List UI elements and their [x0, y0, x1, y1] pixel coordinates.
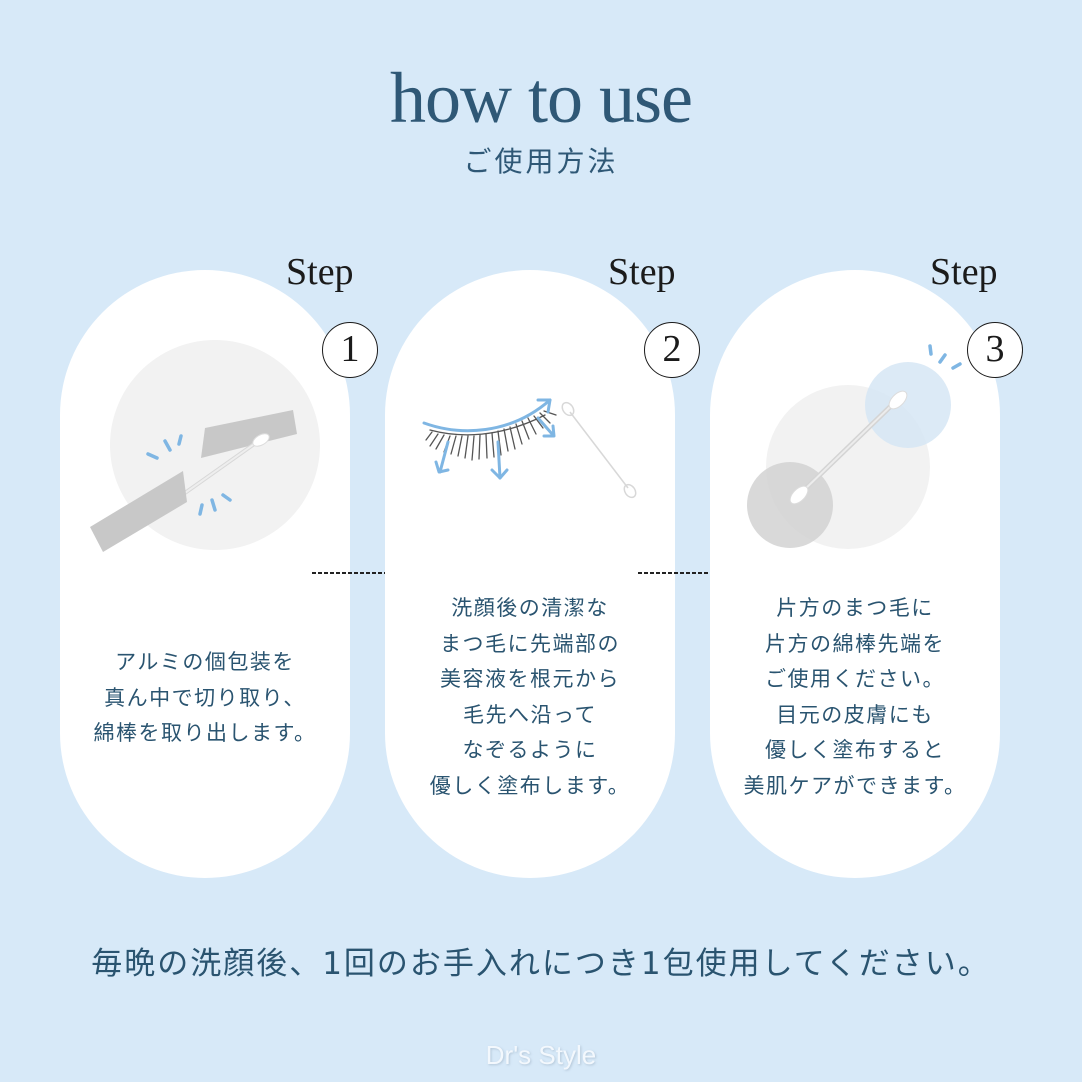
step-1-line: 綿棒を取り出します。: [93, 721, 317, 745]
step-3-line: ご使用ください。: [765, 667, 945, 691]
step-2-line: なぞるように: [462, 738, 598, 762]
step-3-line: 美肌ケアができます。: [743, 773, 967, 798]
step-3-line: 優しく塗布すると: [765, 738, 945, 762]
step-1-line: アルミの個包装を: [115, 650, 295, 674]
step-2-card: [385, 270, 675, 878]
step-3-label: Step: [930, 251, 998, 293]
step-3-line: 片方の綿棒先端を: [765, 631, 945, 656]
eyelash-icon: [422, 398, 637, 499]
step-2-line: 毛先へ沿って: [463, 702, 597, 727]
step-3-number-badge: 3: [967, 322, 1023, 378]
step-3-line: 目元の皮膚にも: [776, 702, 934, 727]
step-3-card: [710, 270, 1000, 878]
step-3-line: 片方のまつ毛に: [776, 596, 934, 620]
step-2-line: 優しく塗布します。: [429, 773, 631, 798]
step-2-line: まつ毛に先端部の: [440, 631, 620, 656]
step-2-label: Step: [608, 251, 676, 293]
step-2-number-badge: 2: [644, 322, 700, 378]
brand-logo: Dr's Style: [485, 1040, 597, 1070]
step-1-description: アルミの個包装を 真ん中で切り取り、 綿棒を取り出します。: [60, 645, 350, 752]
page-subtitle: ご使用方法: [463, 145, 619, 178]
step-3-description: 片方のまつ毛に 片方の綿棒先端を ご使用ください。 目元の皮膚にも 優しく塗布す…: [710, 591, 1000, 804]
step-2-line: 洗顔後の清潔な: [451, 596, 609, 620]
usage-note: 毎晩の洗顔後、1回のお手入れにつき1包使用してください。: [91, 946, 991, 982]
step-1-number-badge: 1: [322, 322, 378, 378]
foil-packet-icon: [90, 340, 320, 552]
page-title: how to use: [390, 58, 693, 138]
step-1-line: 真ん中で切り取り、: [104, 685, 306, 710]
cotton-swab-icon: [747, 344, 962, 549]
step-2-line: 美容液を根元から: [440, 667, 620, 691]
step-2-description: 洗顔後の清潔な まつ毛に先端部の 美容液を根元から 毛先へ沿って なぞるように …: [385, 591, 675, 804]
step-1-label: Step: [286, 251, 354, 293]
